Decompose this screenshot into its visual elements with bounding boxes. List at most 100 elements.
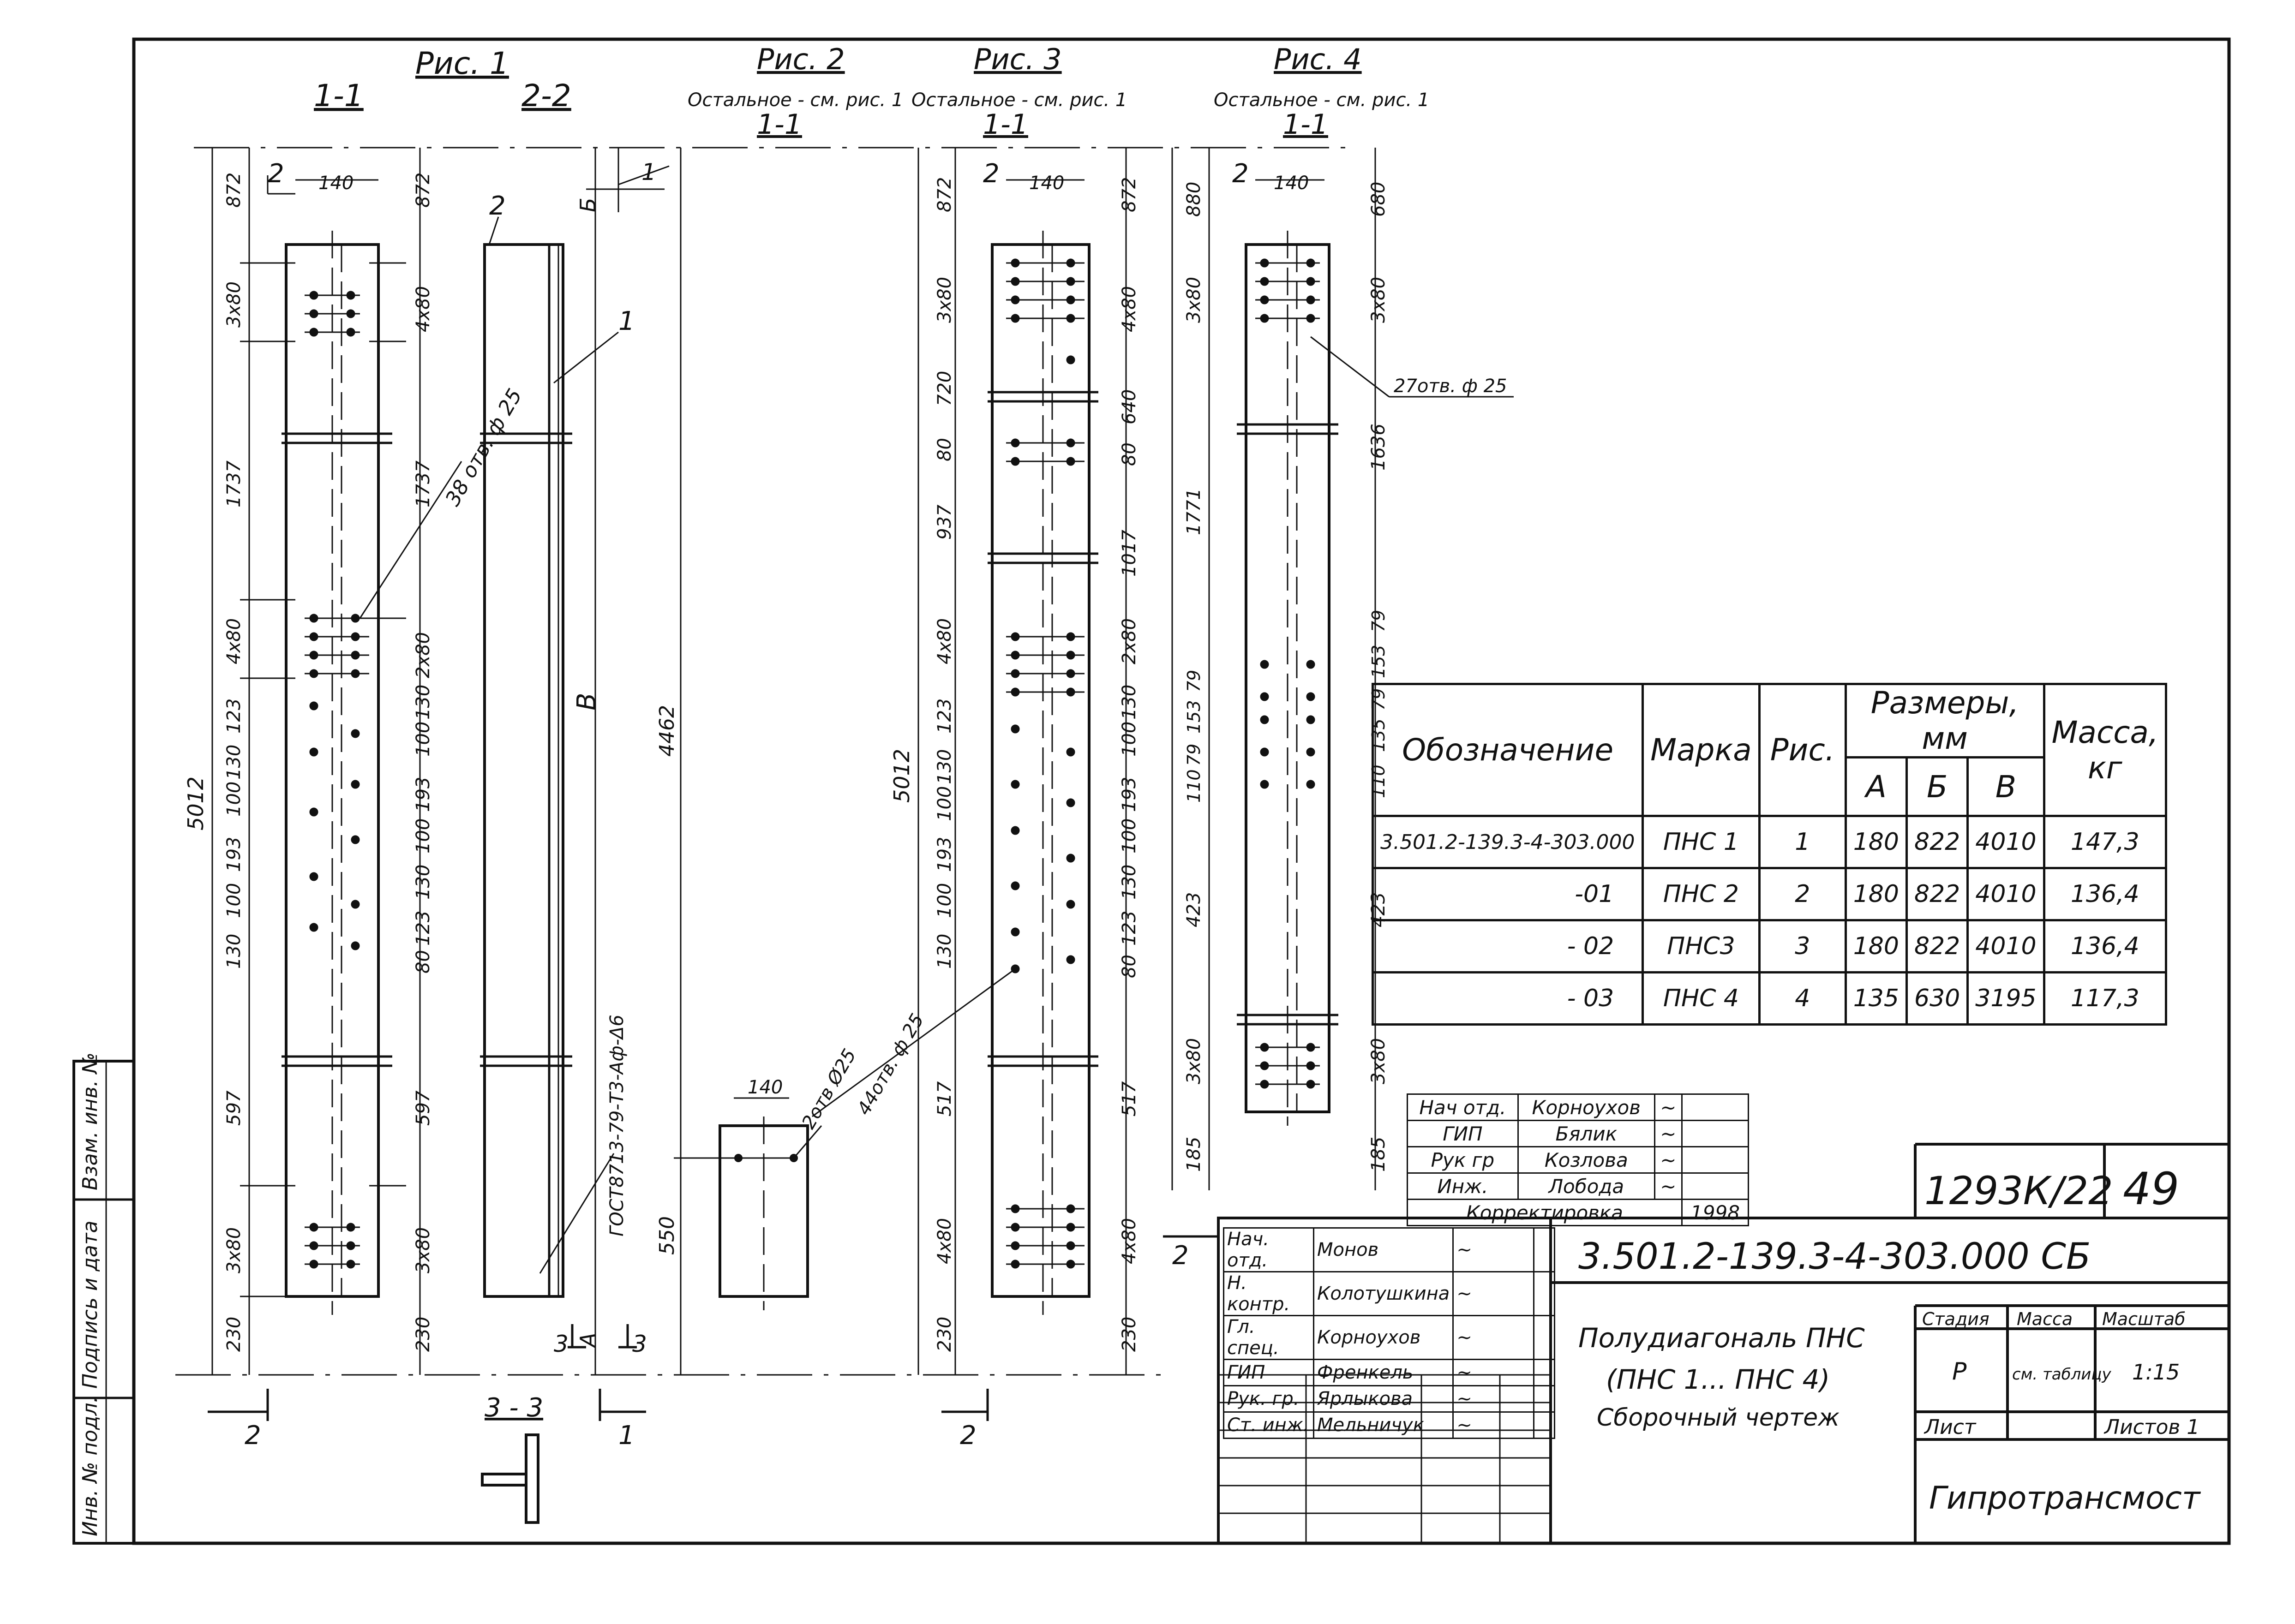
organization: Гипротрансмост bbox=[1929, 1480, 2201, 1517]
fig1-dim-130: 130 bbox=[223, 745, 245, 780]
section-mark-3-right: 3 bbox=[632, 1331, 647, 1357]
signature-mark: ~ bbox=[1452, 1359, 1535, 1386]
fig3-dim-123: 123 bbox=[934, 699, 955, 734]
fig4-dim-185: 185 bbox=[1183, 1137, 1204, 1172]
fig1-dim-123: 123 bbox=[223, 699, 245, 734]
fig4-holes bbox=[1255, 258, 1320, 1089]
fig2-title: Рис. 2 bbox=[757, 42, 845, 76]
fig4-dim-423: 423 bbox=[1183, 892, 1204, 927]
signature-row: Гл. спец. Корноухов ~ bbox=[1223, 1315, 1555, 1360]
fig1-dim-1737-right: 1737 bbox=[413, 460, 434, 508]
signature-role: Инж. bbox=[1407, 1172, 1519, 1200]
signature-name: Монов bbox=[1312, 1227, 1454, 1272]
fig4-dim-140: 140 bbox=[1274, 173, 1309, 194]
signature-date bbox=[1681, 1120, 1749, 1147]
fig4-dim-79: 79 bbox=[1184, 670, 1204, 692]
fig1-dim-4x80-right: 4х80 bbox=[413, 286, 434, 332]
fig4-title: Рис. 4 bbox=[1274, 42, 1362, 76]
fig1-dim-5012: 5012 bbox=[183, 776, 208, 830]
table-row: 3.501.2-139.3-4-303.000 ПНС 1 1 180 822 … bbox=[1371, 815, 2168, 869]
fig4-dim-3x80: 3х80 bbox=[1183, 277, 1204, 323]
signature-row: ГИП Френкель ~ bbox=[1223, 1359, 1555, 1386]
correction-signature-table: Нач отд. Корноухов ~ ГИП Бялик ~ Рук гр … bbox=[1407, 1093, 1749, 1226]
fig3-dim-80-right: 80 bbox=[1119, 442, 1140, 466]
fig3-plate bbox=[812, 148, 1127, 1375]
row-a: 180 bbox=[1844, 815, 1908, 869]
row-v: 3195 bbox=[1966, 971, 2045, 1026]
side-stamp-frame bbox=[72, 1060, 135, 1545]
fig3-dim-100: 100 bbox=[934, 786, 955, 821]
signature-row: Корректировка 1998 bbox=[1407, 1199, 1749, 1226]
row-a: 135 bbox=[1844, 971, 1908, 1026]
signature-row: Нач. отд. Монов ~ bbox=[1223, 1227, 1555, 1272]
signature-role: Н. контр. bbox=[1223, 1271, 1314, 1316]
side-sec-1: 1 bbox=[641, 159, 656, 185]
side-letter-V: В bbox=[572, 693, 602, 710]
fig3-sec-mark-2: 2 bbox=[983, 159, 1000, 189]
fig1-title: Рис. 1 bbox=[415, 46, 509, 81]
fig1-dim-3x80: 3х80 bbox=[223, 281, 245, 328]
drawing-title-1: Полудиагональ ПНС bbox=[1578, 1322, 1865, 1354]
fig4-dim-1636-right: 1636 bbox=[1368, 424, 1389, 471]
fig1-dim-193: 193 bbox=[223, 837, 245, 872]
fig1-section-2-2: 2-2 bbox=[521, 78, 571, 113]
section-3-3-profile bbox=[481, 1433, 539, 1524]
fig3-dim-100b: 100 bbox=[934, 883, 955, 918]
row-v: 4010 bbox=[1966, 815, 2045, 869]
row-v: 4010 bbox=[1966, 919, 2045, 973]
scale-header: Масштаб bbox=[2102, 1309, 2186, 1329]
signature-row: ГИП Бялик ~ bbox=[1407, 1120, 1749, 1147]
fig4-dim-153-right: 153 bbox=[1368, 645, 1389, 678]
signature-name: Бялик bbox=[1517, 1120, 1655, 1147]
fig3-dim-123-right: 123 bbox=[1119, 911, 1140, 946]
row-b: 822 bbox=[1905, 919, 1969, 973]
signature-name: Ярлыкова bbox=[1312, 1385, 1454, 1413]
drawing-title-3: Сборочный чертеж bbox=[1597, 1404, 1840, 1432]
col-a: А bbox=[1844, 756, 1908, 817]
drawing-title-2: (ПНС 1... ПНС 4) bbox=[1606, 1364, 1830, 1395]
section-mark-2-left: 2 bbox=[245, 1421, 261, 1451]
fig3-dim-80b-right: 80 bbox=[1119, 955, 1140, 978]
scale-value: 1:15 bbox=[2132, 1360, 2180, 1385]
fig1-dim-2x80-right: 2х80 bbox=[413, 632, 434, 678]
signature-row: Рук. гр. Ярлыкова ~ bbox=[1223, 1385, 1555, 1413]
document-code: 3.501.2-139.3-4-303.000 СБ bbox=[1578, 1236, 2091, 1278]
row-mark: ПНС 1 bbox=[1642, 815, 1761, 869]
fig1-dim-130b-right: 130 bbox=[413, 865, 434, 900]
fig3-dim-517: 517 bbox=[934, 1081, 955, 1116]
signature-mark: ~ bbox=[1654, 1120, 1683, 1147]
fig3-dim-1017-right: 1017 bbox=[1119, 530, 1140, 577]
row-designation: - 02 bbox=[1371, 919, 1644, 973]
side-letter-B: Б bbox=[575, 197, 600, 212]
fig1-dim-872-right: 872 bbox=[413, 173, 434, 208]
section-3-3-label: 3 - 3 bbox=[485, 1393, 543, 1423]
fig1-dim-193-right: 193 bbox=[413, 777, 434, 812]
signature-name: Френкель bbox=[1312, 1359, 1454, 1386]
fig3-dim-4x80-bottom-right: 4х80 bbox=[1119, 1218, 1140, 1264]
fig1-dim-597: 597 bbox=[223, 1090, 245, 1126]
row-b: 822 bbox=[1905, 815, 1969, 869]
fig1-plate bbox=[282, 231, 392, 1315]
dim-4462: 4462 bbox=[655, 705, 679, 757]
fig3-dim-100b-right: 100 bbox=[1119, 818, 1140, 854]
list-header: Лист bbox=[1923, 1415, 1977, 1439]
fig3-dim-720: 720 bbox=[934, 371, 955, 406]
fig4-dim-3x80-bottom: 3х80 bbox=[1183, 1038, 1204, 1084]
signature-mark: ~ bbox=[1654, 1172, 1683, 1200]
signature-mark: ~ bbox=[1452, 1227, 1535, 1272]
fig1-section-1-1: 1-1 bbox=[314, 78, 364, 113]
fig1-dimension-lines bbox=[211, 148, 462, 1375]
signature-mark: ~ bbox=[1654, 1093, 1683, 1121]
signature-role: ГИП bbox=[1223, 1359, 1314, 1386]
fig3-dim-130-right: 130 bbox=[1119, 685, 1140, 720]
row-designation: 3.501.2-139.3-4-303.000 bbox=[1371, 815, 1644, 869]
signature-row: Рук гр Козлова ~ bbox=[1407, 1146, 1749, 1174]
order-number: 1293К/22 bbox=[1924, 1168, 2113, 1213]
fig4-dim-3x80-bottom-right: 3х80 bbox=[1368, 1038, 1389, 1084]
fig3-dim-3x80: 3х80 bbox=[934, 277, 955, 323]
col-mass: Масса, кг bbox=[2043, 683, 2168, 817]
col-sizes: Размеры, мм bbox=[1844, 683, 2045, 758]
fig2-note: Остальное - см. рис. 1 bbox=[688, 90, 903, 111]
fig4-dim-680-right: 680 bbox=[1368, 182, 1389, 217]
fig3-holes bbox=[1006, 258, 1085, 1269]
